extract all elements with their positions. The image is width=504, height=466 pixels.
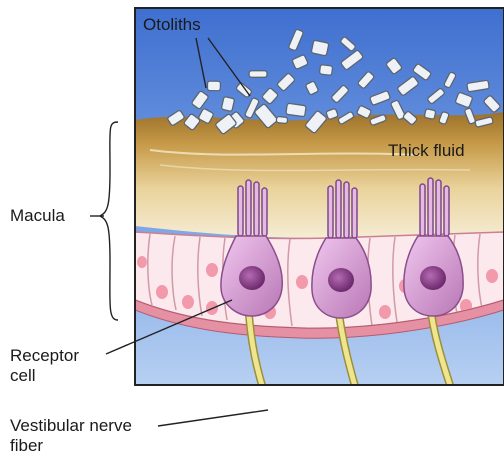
label-otoliths: Otoliths [143,15,201,35]
otolith-crystal-icon [424,109,436,120]
label-vestibular-nerve-fiber: Vestibular nerve fiber [10,416,132,456]
nerve-fiber-line2: fiber [10,436,132,456]
nerve-fiber-line1: Vestibular nerve [10,416,132,436]
otolith-crystal-icon [221,96,235,111]
otolith-crystal-icon [286,103,306,117]
otolith-crystal-icon [319,65,332,76]
receptor-cell-line2: cell [10,366,79,386]
otolith-crystal-icon [207,81,220,91]
otolith-crystal-icon [311,40,329,56]
receptor-cell-line1: Receptor [10,346,79,366]
label-thick-fluid: Thick fluid [388,141,465,161]
otolith-crystal-icon [276,116,287,123]
label-receptor-cell: Receptor cell [10,346,79,386]
label-macula: Macula [10,206,65,226]
inset-panel [135,8,504,410]
otolith-crystal-icon [249,71,267,78]
